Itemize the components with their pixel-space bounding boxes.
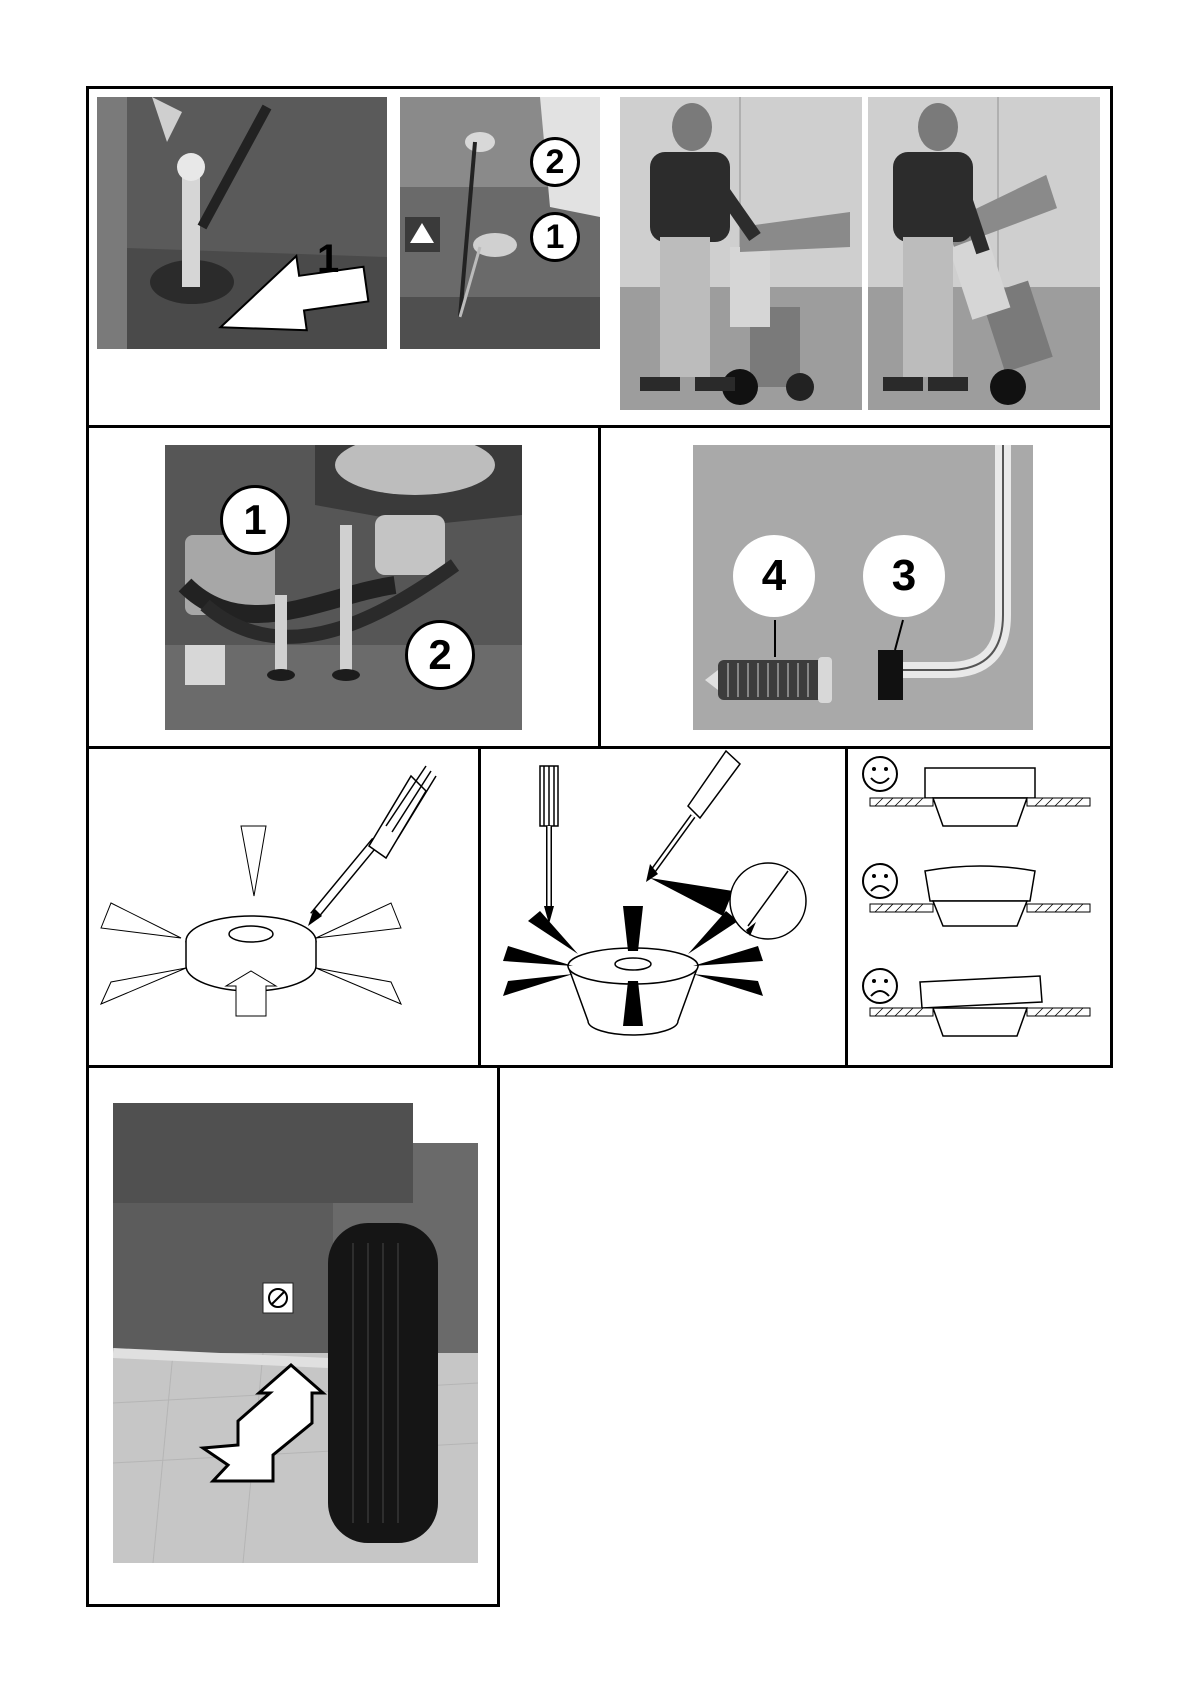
seal-seating-diagram: [845, 746, 1113, 1068]
valve-photo: 1: [97, 97, 387, 349]
filter-photo: 4 3: [693, 445, 1033, 730]
hydraulic-callout-1: 1: [220, 485, 290, 555]
rod-insertion-photo: 2 1: [400, 97, 600, 349]
hydraulic-callout-2: 2: [405, 620, 475, 690]
hydraulic-photo-illustration: [165, 445, 522, 730]
wheel-photo-illustration: [113, 1103, 478, 1563]
rod-callout-2: 2: [530, 137, 580, 187]
hydraulic-photo: 1 2: [165, 445, 522, 730]
sad-face-icon: [863, 969, 897, 1003]
valve-callout-1: 1: [317, 237, 339, 282]
transport-photo-1: [620, 97, 862, 410]
seal-insertion-diagram: [478, 746, 848, 1068]
filter-callout-3: 3: [863, 535, 945, 617]
happy-face-icon: [863, 757, 897, 791]
valve-photo-illustration: [97, 97, 387, 349]
filter-callout-4: 4: [733, 535, 815, 617]
rod-callout-1: 1: [530, 212, 580, 262]
sad-face-icon: [863, 864, 897, 898]
transport-photo-2: [868, 97, 1100, 410]
transport-photo-2-illustration: [868, 97, 1100, 410]
transport-photo-1-illustration: [620, 97, 862, 410]
wheel-photo: [113, 1103, 478, 1563]
seal-pressure-diagram: [86, 746, 481, 1068]
